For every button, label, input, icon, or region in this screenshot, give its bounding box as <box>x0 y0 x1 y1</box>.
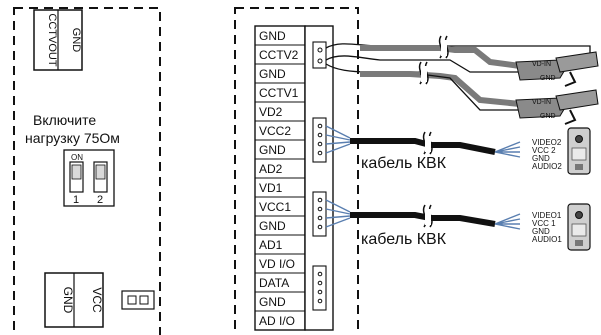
panel2-connector <box>312 117 327 163</box>
terminal-label: AD I/O <box>259 314 295 328</box>
terminal-label: VD I/O <box>259 257 295 271</box>
terminal-label: GND <box>259 219 286 233</box>
camera-1: VD-IN GND <box>515 89 599 125</box>
terminal-label: VD1 <box>259 181 283 195</box>
panel-2-video-label: VIDEO2 <box>532 138 562 147</box>
jumper-block <box>121 290 155 310</box>
power-gnd-label: GND <box>61 287 75 314</box>
terminal-label: DATA <box>259 276 289 290</box>
connector-cctvout-label: CCTVOUT <box>46 13 58 66</box>
terminal-label: GND <box>259 67 286 81</box>
call-panel-1 <box>567 203 591 251</box>
switch-2-label: 2 <box>97 194 103 206</box>
camera-2-vd-in-label: VD-IN <box>532 61 551 68</box>
dip-switch[interactable]: ON 1 2 <box>63 149 115 207</box>
left-board: GND CCTVOUT Включите нагрузку 75Ом ON 1 … <box>13 7 161 335</box>
camera-2-gnd-label: GND <box>540 75 556 82</box>
power-vcc-label: VCC <box>90 287 104 313</box>
panel-2-wire-labels: VIDEO2 VCC 2 GND AUDIO2 <box>532 138 562 171</box>
cctv-connector <box>312 41 327 69</box>
switch-on-label: ON <box>71 153 83 162</box>
panel-1-video-label: VIDEO1 <box>532 211 562 220</box>
panel-1-gnd-label: GND <box>532 227 550 236</box>
terminal-label: CCTV2 <box>259 48 299 62</box>
terminal-label: GND <box>259 29 286 43</box>
terminal-label: AD2 <box>259 162 283 176</box>
camera-1-vd-in-label: VD-IN <box>532 99 551 106</box>
call-panel-2 <box>567 127 591 175</box>
cable-label-top: кабель КВК <box>361 155 447 172</box>
connector-gnd-label: GND <box>70 28 82 53</box>
data-connector <box>312 265 327 311</box>
switch-1-label: 1 <box>73 194 79 206</box>
terminal-label: AD1 <box>259 238 283 252</box>
panel-2-audio-label: AUDIO2 <box>532 162 562 171</box>
terminal-label: CCTV1 <box>259 86 299 100</box>
right-board: GNDCCTV2GNDCCTV1VD2VCC2GNDAD2VD1VCC1GNDA… <box>234 7 359 335</box>
panel-1-vcc-label: VCC 1 <box>532 219 556 228</box>
camera-2: VD-IN GND <box>515 51 599 87</box>
panel-1-cable <box>325 199 521 230</box>
panel-2-cable <box>325 125 521 158</box>
terminal-label: GND <box>259 295 286 309</box>
instruction-line-1: Включите <box>33 112 96 128</box>
cable-label-bottom: кабель КВК <box>361 231 447 248</box>
camera-1-gnd-label: GND <box>540 113 556 120</box>
terminal-label: VCC2 <box>259 124 291 138</box>
terminal-block: GNDCCTV2GNDCCTV1VD2VCC2GNDAD2VD1VCC1GNDA… <box>254 25 334 331</box>
power-connector: GND VCC <box>44 272 104 328</box>
panel1-connector <box>312 191 327 237</box>
cctvout-connector: GND CCTVOUT <box>33 9 83 71</box>
panel-1-audio-label: AUDIO1 <box>532 235 562 244</box>
terminal-label: VCC1 <box>259 200 291 214</box>
panel-2-gnd-label: GND <box>532 154 550 163</box>
cctv-cables <box>325 35 591 113</box>
instruction-line-2: нагрузку 75Ом <box>25 130 120 146</box>
panel-2-vcc-label: VCC 2 <box>532 146 556 155</box>
terminal-label: VD2 <box>259 105 283 119</box>
terminal-label: GND <box>259 143 286 157</box>
panel-1-wire-labels: VIDEO1 VCC 1 GND AUDIO1 <box>532 211 562 244</box>
